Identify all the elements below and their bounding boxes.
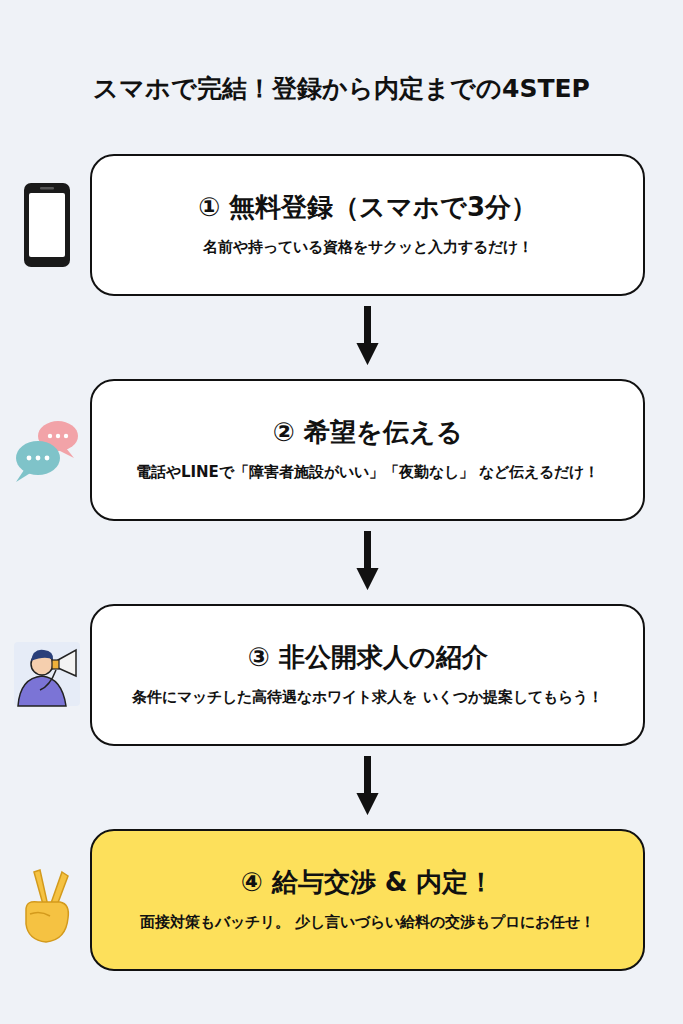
peace-hand-icon — [26, 870, 68, 942]
step-description: 条件にマッチした高待遇なホワイト求人を いくつか提案してもらう！ — [132, 685, 602, 709]
megaphone-handle — [52, 660, 59, 669]
chat-icon — [16, 421, 78, 482]
flow-arrow — [364, 306, 371, 345]
step-box: ③ 非公開求人の紹介条件にマッチした高待遇なホワイト求人を いくつか提案してもら… — [90, 604, 645, 746]
icon-ground — [14, 642, 80, 706]
phone-body — [24, 183, 70, 267]
chat-dot — [45, 456, 50, 461]
step-description: 電話やLINEで「障害者施設がいい」「夜勤なし」 など伝えるだけ！ — [136, 460, 599, 484]
phone-screen — [29, 193, 65, 257]
megaphone-person-icon — [14, 642, 80, 706]
chat-tail-teal — [16, 470, 32, 482]
person-shirt — [18, 676, 66, 706]
person-arm — [40, 670, 56, 690]
chat-dot — [27, 456, 32, 461]
flow-arrow — [364, 756, 371, 795]
step-box: ② 希望を伝える電話やLINEで「障害者施設がいい」「夜勤なし」 など伝えるだけ… — [90, 379, 645, 521]
chat-dot — [64, 434, 68, 438]
phone-speaker — [40, 187, 54, 190]
step-box: ① 無料登録（スマホで3分） 名前や持っている資格をサクッと入力するだけ！ — [90, 154, 645, 296]
chat-dot — [36, 456, 41, 461]
chat-dot — [56, 434, 60, 438]
diagram-title: スマホで完結！登録から内定までの4STEP — [0, 72, 683, 105]
step-description: 名前や持っている資格をサクッと入力するだけ！ — [203, 235, 533, 259]
phone-icon — [24, 183, 70, 267]
step-heading: ④ 給与交渉 & 内定！ — [241, 866, 495, 899]
step-description: 面接対策もバッチリ。 少し言いづらい給料の交渉もプロにお任せ！ — [140, 910, 595, 934]
thumb-line — [30, 912, 50, 916]
person-hair — [31, 650, 53, 661]
step-heading: ③ 非公開求人の紹介 — [247, 641, 487, 674]
chat-bubble-teal — [16, 441, 60, 475]
step-heading: ② 希望を伝える — [272, 416, 462, 449]
palm — [26, 902, 68, 942]
step-box: ④ 給与交渉 & 内定！ 面接対策もバッチリ。 少し言いづらい給料の交渉もプロにお… — [90, 829, 645, 971]
megaphone — [58, 650, 76, 676]
step-heading: ① 無料登録（スマホで3分） — [198, 191, 537, 224]
chat-dot — [48, 434, 52, 438]
chat-tail-pink — [58, 448, 74, 458]
flow-arrow — [364, 531, 371, 570]
